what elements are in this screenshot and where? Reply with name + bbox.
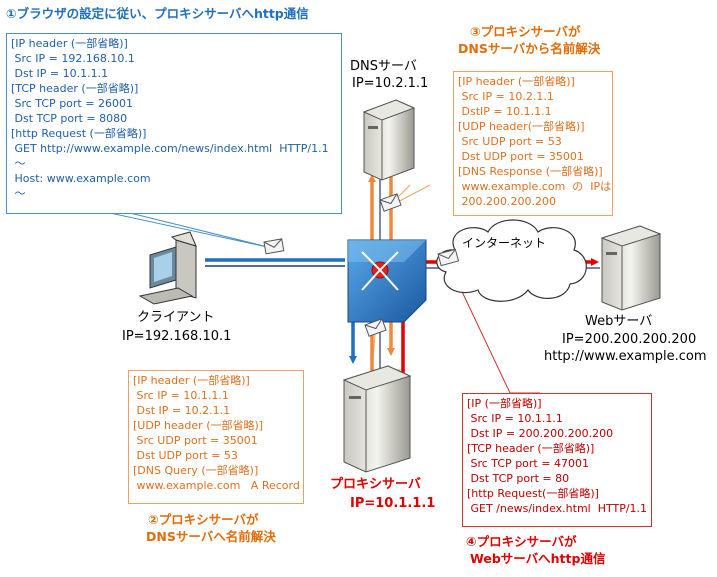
step-2-title-line2: DNSサーバへ名前解決 bbox=[146, 529, 276, 544]
step-1-title: ①ブラウザの設定に従い、プロキシサーバへhttp通信 bbox=[6, 6, 309, 21]
dns-server-ip: IP=10.2.1.1 bbox=[352, 76, 429, 91]
packet-line: GET /news/index.html HTTP/1.1 bbox=[467, 502, 648, 515]
dns-server-icon bbox=[362, 99, 416, 181]
packet-line: Dst IP = 10.1.1.1 bbox=[11, 67, 109, 80]
packet-line: ～ bbox=[11, 187, 26, 200]
packet-line: [IP header (一部省略)] bbox=[133, 374, 250, 387]
client-ip: IP=192.168.10.1 bbox=[122, 329, 232, 344]
packet-line: [UDP header (一部省略)] bbox=[133, 419, 264, 432]
packet-line: GET http://www.example.com/news/index.ht… bbox=[11, 142, 329, 155]
packet-line: DstIP = 10.1.1.1 bbox=[458, 105, 552, 118]
proxy-server-name: プロキシサーバ bbox=[330, 477, 421, 492]
step-4-title-line2: Webサーバへhttp通信 bbox=[470, 551, 606, 566]
packet-callout-4: [IP (一部省略)] Src IP = 10.1.1.1 Dst IP = 2… bbox=[462, 393, 652, 527]
packet-line: [TCP header (一部省略)] bbox=[11, 82, 139, 95]
packet-line: Src TCP port = 26001 bbox=[11, 97, 133, 110]
step-3-title-line2: DNSサーバから名前解決 bbox=[458, 41, 601, 56]
packet-callout-2: [IP header (一部省略)] Src IP = 10.1.1.1 Dst… bbox=[128, 370, 304, 504]
web-server-url: http://www.example.com bbox=[544, 349, 707, 364]
packet-line: [DNS Response (一部省略)] bbox=[458, 165, 603, 178]
packet-line: Src UDP port = 53 bbox=[458, 135, 562, 148]
packet-line: Src IP = 10.2.1.1 bbox=[458, 90, 554, 103]
flow-client-to-proxy bbox=[205, 258, 357, 364]
proxy-server-icon bbox=[342, 365, 412, 473]
step-3-title-line1: ③プロキシサーバが bbox=[470, 24, 581, 39]
proxy-server-ip: IP=10.1.1.1 bbox=[350, 496, 436, 511]
packet-line: [http Request(一部省略)] bbox=[467, 487, 599, 500]
packet-line: Dst TCP port = 80 bbox=[467, 472, 570, 485]
packet-line: Dst IP = 200.200.200.200 bbox=[467, 427, 614, 440]
client-pc-icon bbox=[138, 231, 197, 305]
packet-line: [http Request (一部省略)] bbox=[11, 127, 147, 140]
packet-callout-3: [IP header (一部省略)] Src IP = 10.2.1.1 Dst… bbox=[453, 71, 613, 216]
packet-callout-1: [IP header (一部省略)] Src IP = 192.168.10.1… bbox=[6, 33, 342, 214]
packet-line: 200.200.200.200 bbox=[458, 195, 556, 208]
web-server-ip: IP=200.200.200.200 bbox=[562, 332, 697, 347]
packet-line: Src IP = 10.1.1.1 bbox=[133, 389, 229, 402]
internet-label: インターネット bbox=[462, 236, 547, 250]
packet-line: [IP header (一部省略)] bbox=[11, 37, 128, 50]
step-2-title-line1: ②プロキシサーバが bbox=[148, 512, 259, 527]
packet-line: Src UDP port = 35001 bbox=[133, 434, 258, 447]
packet-line: Dst IP = 10.2.1.1 bbox=[133, 404, 231, 417]
packet-line: [IP header (一部省略)] bbox=[458, 75, 575, 88]
web-server-icon bbox=[600, 225, 662, 311]
switch-icon bbox=[347, 239, 427, 323]
dns-server-name: DNSサーバ bbox=[350, 59, 417, 74]
packet-line: [UDP header(一部省略)] bbox=[458, 120, 585, 133]
packet-line: Host: www.example.com bbox=[11, 172, 151, 185]
packet-line: Src IP = 192.168.10.1 bbox=[11, 52, 135, 65]
packet-line: [IP (一部省略)] bbox=[467, 397, 542, 410]
internet-cloud bbox=[436, 219, 587, 302]
packet-line: ～ bbox=[11, 157, 26, 170]
client-name: クライアント bbox=[137, 310, 215, 325]
step-4-title-line1: ④プロキシサーバが bbox=[466, 534, 577, 549]
packet-line: Src IP = 10.1.1.1 bbox=[467, 412, 563, 425]
packet-line: Dst TCP port = 8080 bbox=[11, 112, 128, 125]
packet-line: www.example.com A Record bbox=[133, 479, 300, 492]
web-server-name: Webサーバ bbox=[585, 314, 653, 329]
packet-line: [DNS Query (一部省略)] bbox=[133, 464, 259, 477]
packet-line: Dst UDP port = 53 bbox=[133, 449, 238, 462]
packet-line: Src TCP port = 47001 bbox=[467, 457, 589, 470]
packet-line: Dst UDP port = 35001 bbox=[458, 150, 584, 163]
packet-line: www.example.com の IPは bbox=[458, 180, 612, 193]
envelope-icons bbox=[263, 193, 460, 337]
packet-line: [TCP header (一部省略)] bbox=[467, 442, 595, 455]
